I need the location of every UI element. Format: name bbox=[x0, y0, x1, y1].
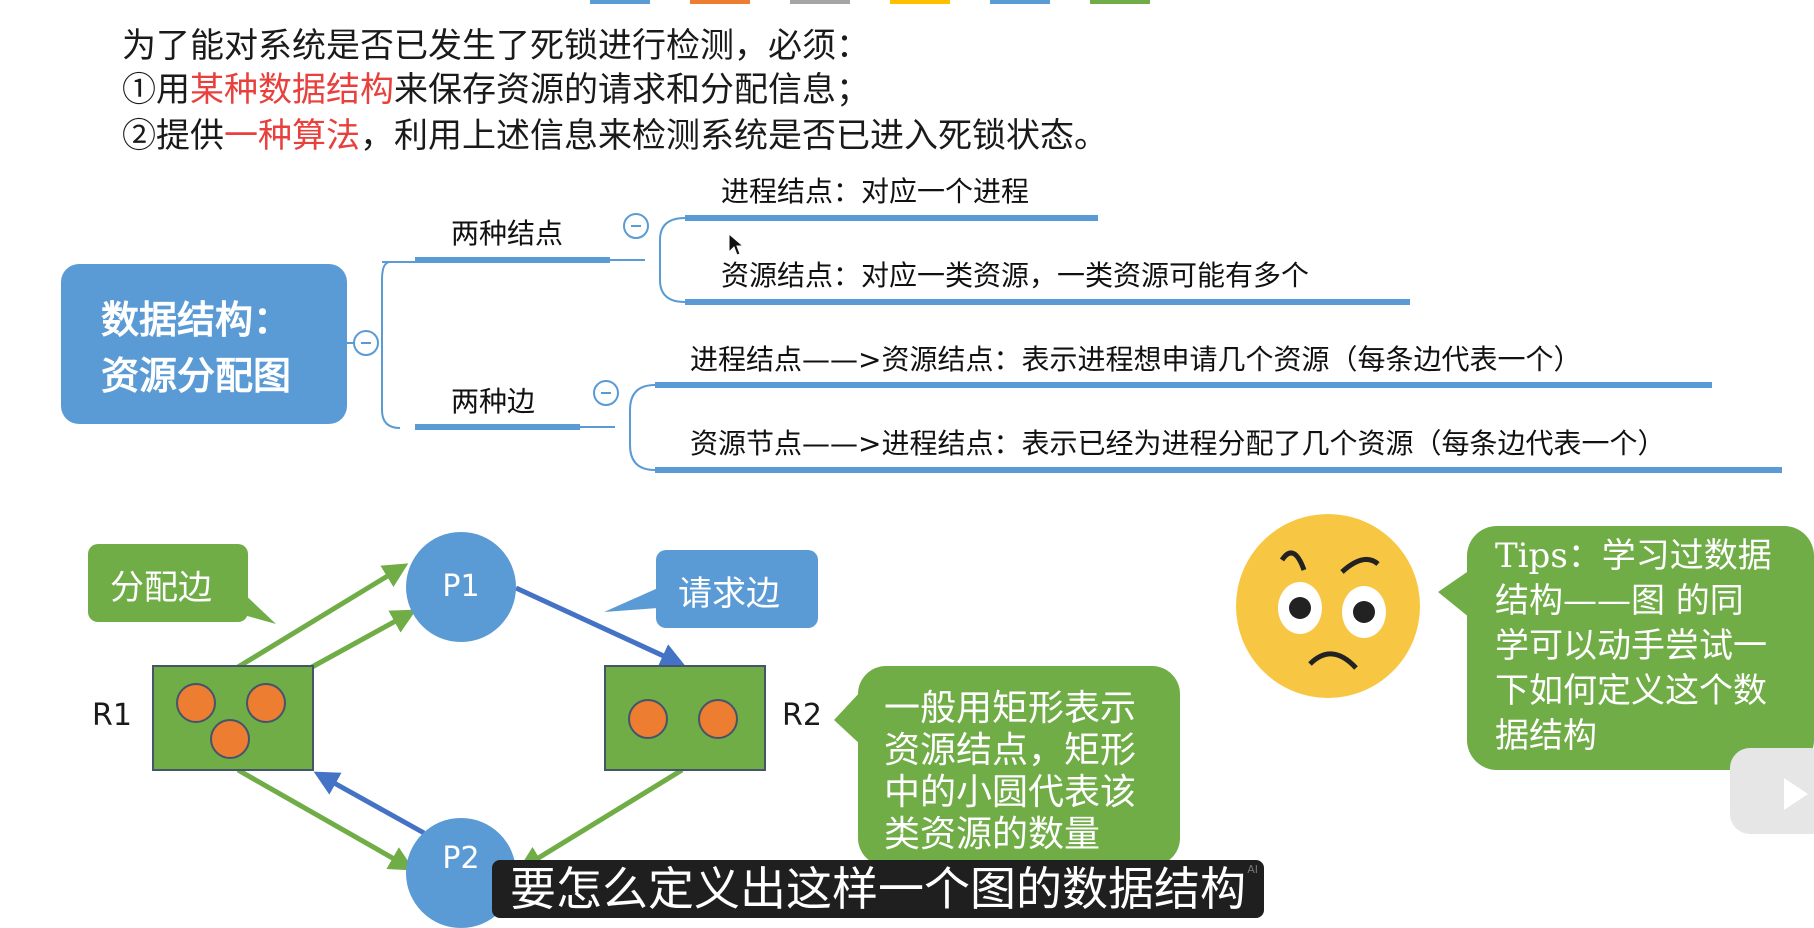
assign-edge-r1-p1-a bbox=[236, 563, 409, 670]
process-p1-label: P1 bbox=[442, 569, 480, 604]
mouse-cursor-icon bbox=[728, 232, 745, 256]
subtitle-text: 要怎么定义出这样一个图的数据结构 bbox=[510, 862, 1246, 916]
tips-callout: Tips：学习过数据结构——图 的同学可以动手尝试一下如何定义这个数据结构 bbox=[1467, 526, 1814, 770]
resource-node-r2 bbox=[604, 665, 766, 771]
callout-assign-edge: 分配边 bbox=[88, 544, 248, 622]
resource-node-r1 bbox=[152, 665, 314, 771]
branch-edge-types: 两种边 bbox=[451, 385, 536, 418]
resource-instance bbox=[210, 719, 250, 759]
edge-request-desc: 进程结点——>资源结点：表示进程想申请几个资源（每条边代表一个） bbox=[690, 343, 1582, 376]
root-title-line1: 数据结构： bbox=[101, 298, 292, 342]
collapse-node-types-icon[interactable] bbox=[623, 213, 649, 239]
resource-r1-label: R1 bbox=[92, 698, 132, 733]
request-edge-p1-r2 bbox=[514, 585, 686, 667]
node-resource-desc: 资源结点：对应一类资源，一类资源可能有多个 bbox=[721, 259, 1310, 292]
assign-edge-r1-p1-b bbox=[310, 609, 417, 670]
node-process-desc: 进程结点：对应一个进程 bbox=[721, 175, 1030, 208]
assign-edge-r2-p2 bbox=[517, 767, 684, 871]
confused-face-icon bbox=[1236, 514, 1420, 698]
resource-instance bbox=[246, 683, 286, 723]
callout-rect-note: 一般用矩形表示资源结点，矩形中的小圆代表该类资源的数量 bbox=[858, 666, 1180, 866]
top-decor-bar bbox=[590, 0, 1190, 4]
ai-badge: AI bbox=[1247, 863, 1258, 876]
highlight-algorithm: 一种算法 bbox=[224, 116, 360, 156]
callout-rect-note-text: 一般用矩形表示资源结点，矩形中的小圆代表该类资源的数量 bbox=[884, 688, 1137, 855]
edge-assign-desc: 资源节点——>进程结点：表示已经为进程分配了几个资源（每条边代表一个） bbox=[690, 427, 1666, 460]
request-edge-p2-r1 bbox=[313, 771, 426, 836]
video-subtitle: 要怎么定义出这样一个图的数据结构 AI bbox=[492, 860, 1264, 918]
intro-line-3: ②提供一种算法，利用上述信息来检测系统是否已进入死锁状态。 bbox=[122, 116, 1108, 156]
resource-instance bbox=[176, 683, 216, 723]
assign-edge-r1-p2 bbox=[236, 767, 415, 871]
resource-r2-label: R2 bbox=[782, 698, 822, 733]
callout-assign-tail bbox=[240, 590, 276, 624]
collapse-root-icon[interactable] bbox=[353, 330, 379, 356]
callout-request-edge: 请求边 bbox=[656, 550, 818, 628]
branch-node-types: 两种结点 bbox=[451, 217, 564, 250]
tips-callout-tail bbox=[1438, 570, 1470, 618]
intro-line-2: ①用某种数据结构来保存资源的请求和分配信息； bbox=[122, 70, 870, 110]
resource-instance bbox=[698, 699, 738, 739]
process-node-p1: P1 bbox=[406, 532, 516, 642]
intro-line-1: 为了能对系统是否已发生了死锁进行检测，必须： bbox=[122, 26, 870, 66]
callout-request-label: 请求边 bbox=[678, 574, 780, 614]
process-p2-label: P2 bbox=[442, 841, 480, 876]
root-title-line2: 资源分配图 bbox=[101, 354, 292, 398]
callout-request-tail bbox=[604, 588, 658, 612]
resource-instance bbox=[628, 699, 668, 739]
callout-assign-label: 分配边 bbox=[110, 568, 212, 608]
tips-text: Tips：学习过数据结构——图 的同学可以动手尝试一下如何定义这个数据结构 bbox=[1495, 536, 1772, 756]
mindmap-root-node: 数据结构： 资源分配图 bbox=[61, 264, 347, 424]
collapse-edge-types-icon[interactable] bbox=[593, 380, 619, 406]
callout-rect-note-tail bbox=[834, 690, 862, 746]
play-watermark-icon bbox=[1730, 748, 1814, 834]
highlight-data-structure: 某种数据结构 bbox=[190, 70, 394, 110]
